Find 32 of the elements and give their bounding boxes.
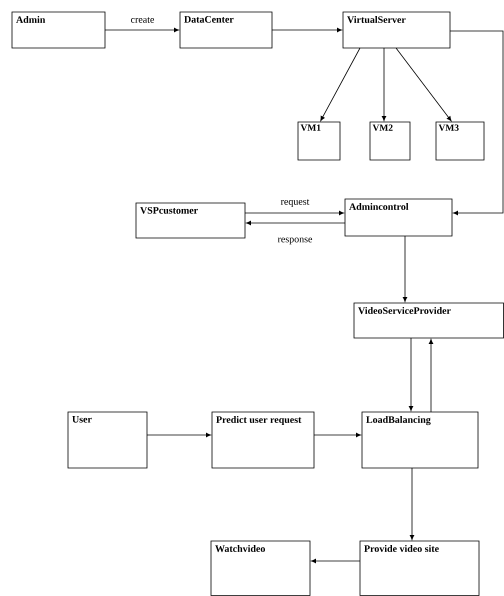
- arrow: [396, 48, 452, 122]
- edge-label: response: [276, 236, 314, 246]
- arrow: [314, 432, 361, 438]
- edge-label: create: [130, 16, 156, 24]
- arrow: [402, 236, 408, 302]
- arrow: [450, 30, 504, 216]
- process-box: LoadBalancing: [362, 412, 478, 468]
- arrow: [311, 558, 360, 564]
- process-box: Admincontrol: [344, 198, 452, 236]
- arrow: [408, 338, 414, 411]
- edge-label: request: [280, 198, 310, 208]
- arrow: [244, 210, 344, 216]
- arrow: [382, 48, 386, 121]
- process-box: Admin: [12, 12, 106, 48]
- process-box: Provide video site: [360, 540, 480, 596]
- process-box: VirtualServer: [342, 12, 450, 48]
- arrow: [104, 28, 179, 32]
- arrow: [320, 48, 360, 122]
- process-box: Watchvideo: [210, 540, 310, 596]
- process-box: User: [68, 412, 148, 468]
- arrow: [246, 220, 346, 226]
- process-box: VSPcustomer: [136, 202, 246, 238]
- process-box: VM2: [370, 122, 410, 160]
- process-box: Predict user request: [212, 412, 314, 468]
- process-box: VM1: [298, 122, 340, 160]
- arrow: [428, 339, 434, 412]
- process-box: DataCenter: [180, 12, 272, 48]
- process-box: VM3: [436, 122, 484, 160]
- arrow: [410, 468, 414, 540]
- process-box: VideoServiceProvider: [354, 302, 504, 338]
- arrow: [146, 432, 211, 438]
- arrow: [272, 28, 342, 32]
